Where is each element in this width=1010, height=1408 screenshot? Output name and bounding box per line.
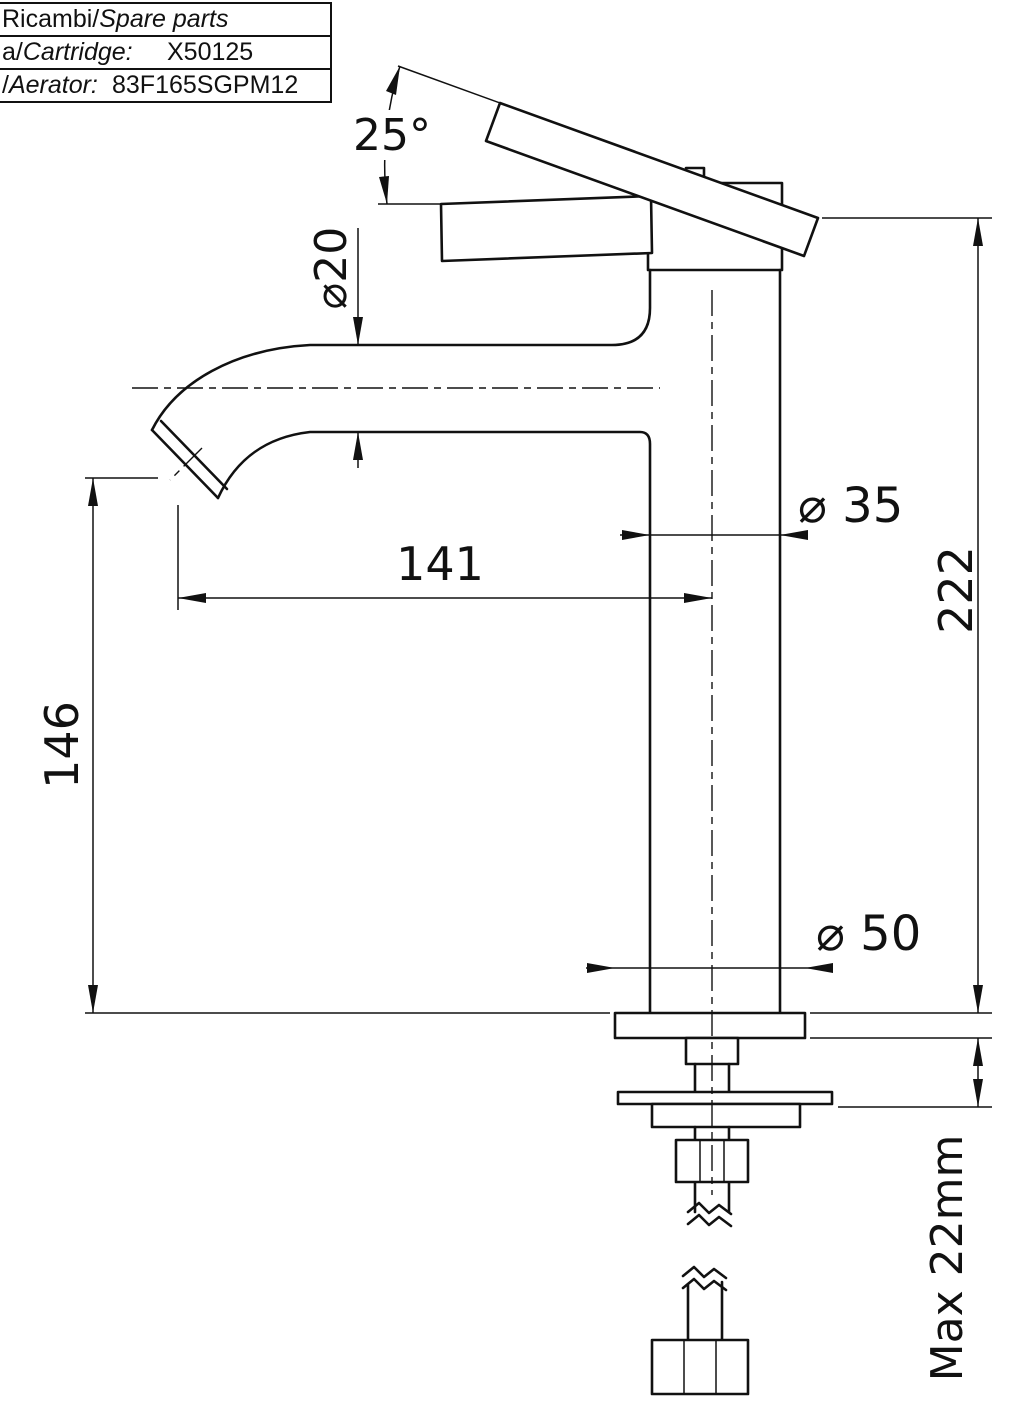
handle-grip-front <box>439 194 654 263</box>
dim-base-diameter: ⌀ 50 <box>586 906 921 973</box>
arrowhead <box>973 985 983 1013</box>
faucet-drawing <box>132 101 834 1396</box>
dimensions: 25° ⌀20 141 <box>35 65 992 1382</box>
arrowhead <box>88 478 98 506</box>
arrowhead <box>780 530 808 540</box>
spout-diameter-label: ⌀20 <box>306 227 357 309</box>
break-line <box>681 1265 728 1280</box>
max-counter-thickness-label: Max 22mm <box>922 1135 973 1382</box>
angle-extension-line <box>397 65 559 125</box>
spout-bottom-and-body-left-edge <box>216 430 652 1015</box>
arrowhead <box>178 593 206 603</box>
row-label-name: Aerator: <box>8 71 98 99</box>
arrowhead <box>805 963 833 973</box>
break-line <box>686 1213 733 1228</box>
row-label-prefix: Ricambi/ <box>2 5 100 33</box>
dim-handle-angle: 25° <box>350 65 559 205</box>
base-diameter-label: ⌀ 50 <box>816 906 921 962</box>
body-diameter-label: ⌀ 35 <box>798 478 903 534</box>
break-line <box>681 1277 728 1292</box>
spout-height-label: 146 <box>35 701 89 789</box>
centerlines <box>132 290 713 1195</box>
threaded-shank-middle <box>693 1125 731 1214</box>
spout-reach-label: 141 <box>396 537 484 591</box>
hose-hex-nut <box>650 1338 750 1396</box>
table-row: /Aerator: 83F165SGPM12 <box>0 70 330 101</box>
arrowhead <box>587 963 615 973</box>
body-left-and-spout-top-edge <box>150 268 652 432</box>
hex-nut-facets <box>683 1340 717 1394</box>
dim-spout-diameter: ⌀20 <box>306 227 363 468</box>
arrowhead <box>386 66 400 95</box>
row-label-name: Cartridge: <box>22 38 133 66</box>
break-line <box>686 1201 733 1216</box>
mounting-hardware <box>616 1036 834 1396</box>
row-label-name: Spare parts <box>99 5 229 33</box>
row-value: X50125 <box>167 38 254 66</box>
threaded-shank-lower <box>686 1280 724 1342</box>
mounting-nut-facets <box>699 1140 725 1182</box>
row-label: /Aerator: <box>2 73 112 98</box>
row-label-prefix: / <box>2 71 9 99</box>
spout-outlet-rim <box>159 419 229 491</box>
spare-parts-table: Ricambi/Spare parts a/Cartridge: X50125 … <box>0 2 332 103</box>
arrowhead <box>353 432 363 460</box>
handle-angle-label: 25° <box>353 110 431 161</box>
threaded-shank-upper <box>693 1062 731 1094</box>
row-label-prefix: a/ <box>2 38 23 66</box>
row-value: 83F165SGPM12 <box>112 71 299 99</box>
arrowhead <box>622 530 650 540</box>
arrowhead <box>973 1038 983 1066</box>
arrowhead <box>973 218 983 246</box>
mounting-washer <box>616 1090 834 1106</box>
arrowhead <box>379 176 389 204</box>
spout-outlet-face <box>150 428 220 500</box>
body-and-spout <box>150 268 782 1015</box>
dim-max-counter-thickness: Max 22mm <box>810 1037 992 1382</box>
handle-assembly <box>439 101 820 272</box>
dim-total-height: 222 <box>810 217 992 1014</box>
arrowhead <box>684 593 712 603</box>
row-label: a/Cartridge: <box>2 40 167 65</box>
spout-bend-centerline <box>169 447 203 481</box>
table-row: Ricambi/Spare parts <box>0 4 330 37</box>
base-flange <box>613 1011 807 1040</box>
handle-lever <box>484 101 820 258</box>
arrowhead <box>353 317 363 345</box>
dim-spout-reach: 141 <box>177 505 712 610</box>
arrowhead <box>88 985 98 1013</box>
dim-spout-height: 146 <box>35 477 610 1014</box>
rubber-gasket <box>650 1102 802 1129</box>
label-mask <box>350 110 434 160</box>
dim-body-diameter: ⌀ 35 <box>620 478 903 540</box>
arrowhead <box>973 1079 983 1107</box>
table-row: a/Cartridge: X50125 <box>0 37 330 70</box>
total-height-label: 222 <box>929 546 983 634</box>
row-label: Ricambi/Spare parts <box>2 7 229 32</box>
